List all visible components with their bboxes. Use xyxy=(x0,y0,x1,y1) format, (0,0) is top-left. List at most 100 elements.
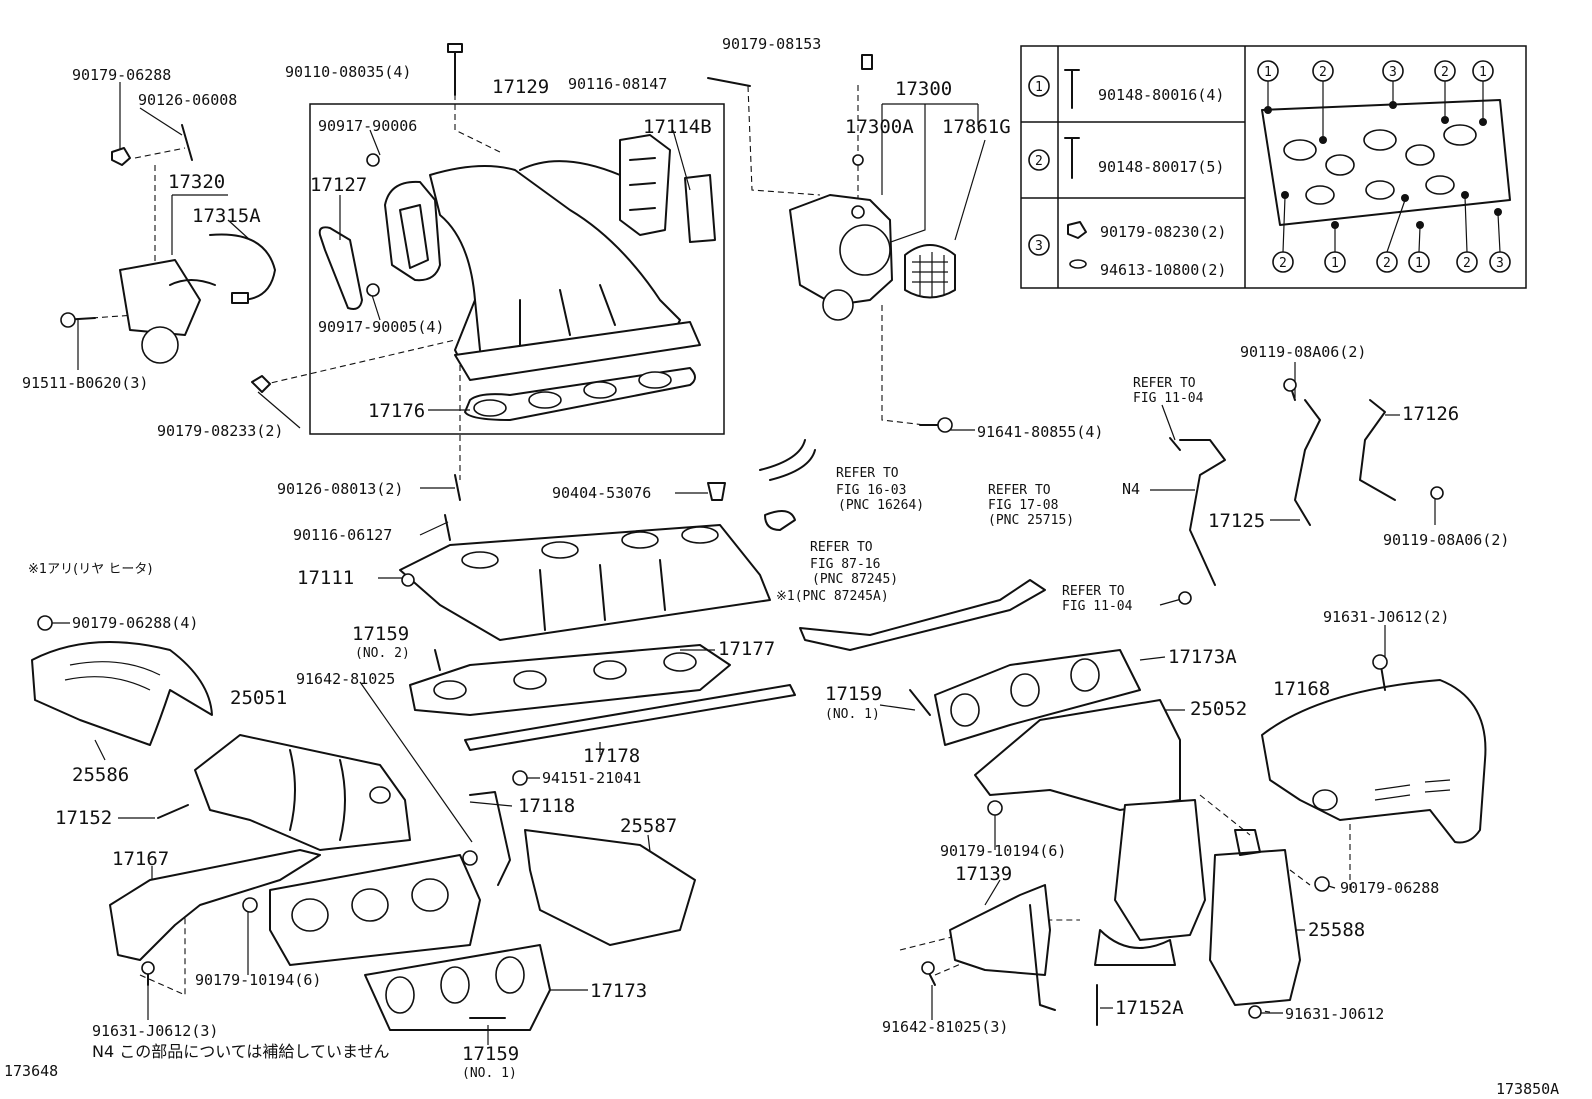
gasket-17173 xyxy=(364,944,551,1031)
label-90179-10194-right: 90179-10194(6) xyxy=(940,842,1066,860)
label-91631-J0612-right: 91631-J0612 xyxy=(1285,1005,1384,1023)
label-90404-53076: 90404-53076 xyxy=(552,484,651,502)
label-90179-06288-4: 90179-06288(4) xyxy=(72,614,198,632)
label-90179-08153: 90179-08153 xyxy=(722,35,821,53)
label-90917-90005: 90917-90005(4) xyxy=(318,318,444,336)
label-17159-no1-bottom: 17159 xyxy=(462,1043,519,1065)
table-part-2: 90148-80017(5) xyxy=(1098,158,1224,176)
table-key-1: 1 xyxy=(1035,80,1043,95)
label-refer-17-08-3: (PNC 25715) xyxy=(988,513,1074,528)
gasket-17178 xyxy=(464,684,796,751)
label-90119-08A06-bottom: 90119-08A06(2) xyxy=(1383,531,1509,549)
label-91642-81025: 91642-81025 xyxy=(296,670,395,688)
label-refer-16-03-1: REFER TO xyxy=(836,466,899,481)
label-refer-87-16-1: REFER TO xyxy=(810,540,873,555)
label-17300A: 17300A xyxy=(845,116,914,138)
stay-n4 xyxy=(1179,439,1226,586)
hoses-16-03 xyxy=(707,439,816,531)
label-90110-08035: 90110-08035(4) xyxy=(285,63,411,81)
label-17177: 17177 xyxy=(718,638,775,660)
label-17159-no1-bottom-sub: (NO. 1) xyxy=(462,1066,517,1081)
label-17320: 17320 xyxy=(168,171,225,193)
table-part-1: 90148-80016(4) xyxy=(1098,86,1224,104)
label-17300: 17300 xyxy=(895,78,952,100)
label-refer-11-04-top-2: FIG 11-04 xyxy=(1133,391,1204,406)
intake-manifold-group-frame xyxy=(309,103,725,435)
label-25051: 25051 xyxy=(230,687,287,709)
heat-insulator-25586 xyxy=(31,641,213,746)
gasket-17173A xyxy=(934,649,1141,746)
label-17114B: 17114B xyxy=(643,116,712,138)
bolt-pattern-keys: 1 2 3 2 1 2 1 2 1 2 3 xyxy=(1257,60,1511,273)
throttle-body xyxy=(789,154,956,321)
gasket-17177 xyxy=(409,644,731,716)
table-key-3: 3 xyxy=(1035,239,1043,254)
label-17315A: 17315A xyxy=(192,205,261,227)
label-17129: 17129 xyxy=(492,76,549,98)
pattern-key: 2 xyxy=(1463,256,1471,271)
label-25587: 25587 xyxy=(620,815,677,837)
pattern-key: 2 xyxy=(1279,256,1287,271)
pattern-key: 2 xyxy=(1441,65,1449,80)
pipe-17-08 xyxy=(799,579,1046,651)
gasket-17176 xyxy=(464,367,696,421)
label-25052: 25052 xyxy=(1190,698,1247,720)
pattern-key: 1 xyxy=(1415,256,1423,271)
label-refer-17-08-1: REFER TO xyxy=(988,483,1051,498)
label-25588: 25588 xyxy=(1308,919,1365,941)
pattern-key: 1 xyxy=(1264,65,1272,80)
label-90119-08A06-top: 90119-08A06(2) xyxy=(1240,343,1366,361)
exhaust-converter-25052 xyxy=(974,699,1206,966)
label-17167: 17167 xyxy=(112,848,169,870)
label-refer-87-16-2: FIG 87-16 xyxy=(810,557,880,572)
label-refer-16-03-3: (PNC 16264) xyxy=(838,498,924,513)
pattern-key: 1 xyxy=(1331,256,1339,271)
label-17152: 17152 xyxy=(55,807,112,829)
label-90116-08147: 90116-08147 xyxy=(568,75,667,93)
label-17861G: 17861G xyxy=(942,116,1011,138)
label-91642-81025-3: 91642-81025(3) xyxy=(882,1018,1008,1036)
label-17159-no1-right: 17159 xyxy=(825,683,882,705)
label-90126-06008: 90126-06008 xyxy=(138,91,237,109)
label-refer-11-04-bottom-1: REFER TO xyxy=(1062,584,1125,599)
label-17111: 17111 xyxy=(297,567,354,589)
table-part-3a: 90179-08230(2) xyxy=(1100,223,1226,241)
pattern-key: 2 xyxy=(1383,256,1391,271)
bolt-table-rows: 1 90148-80016(4) 2 90148-80017(5) 3 9017… xyxy=(1028,69,1226,279)
label-91641-80855: 91641-80855(4) xyxy=(977,423,1103,441)
label-refer-17-08-2: FIG 17-08 xyxy=(988,498,1058,513)
label-17159-no2-sub: (NO. 2) xyxy=(355,646,410,661)
dashed-assembly-lines xyxy=(91,85,1351,1013)
label-17173A: 17173A xyxy=(1168,646,1237,668)
label-17173: 17173 xyxy=(590,980,647,1002)
label-91511-B0620: 91511-B0620(3) xyxy=(22,374,148,392)
label-17152A: 17152A xyxy=(1115,997,1184,1019)
pattern-key: 2 xyxy=(1319,65,1327,80)
label-90179-10194-left: 90179-10194(6) xyxy=(195,971,321,989)
heat-insulator-17168 xyxy=(1261,679,1487,844)
label-17178: 17178 xyxy=(583,745,640,767)
label-17125: 17125 xyxy=(1208,510,1265,532)
note-rear-heater: ※1アリ(リヤ ヒータ) xyxy=(28,562,152,577)
label-90917-90006: 90917-90006 xyxy=(318,117,417,135)
part-labels: 17129 90110-08035(4) 90116-08147 90179-0… xyxy=(4,35,1559,1098)
pattern-key: 3 xyxy=(1496,256,1504,271)
bolt-table xyxy=(1020,45,1527,289)
heat-insulator-25587 xyxy=(524,829,696,946)
label-17127: 17127 xyxy=(310,174,367,196)
stay-17126 xyxy=(1359,399,1396,501)
heat-insulator-17167 xyxy=(109,849,321,961)
label-refer-11-04-bottom-2: FIG 11-04 xyxy=(1062,599,1133,614)
label-refer-87-16-3: (PNC 87245) xyxy=(812,572,898,587)
table-part-3b: 94613-10800(2) xyxy=(1100,261,1226,279)
bolt-pattern-gasket xyxy=(1261,99,1511,229)
table-key-2: 2 xyxy=(1035,154,1043,169)
figure-number-left: 173648 xyxy=(4,1062,58,1080)
note-n4-not-supplied: N4 この部品については補給していません xyxy=(92,1042,389,1061)
label-refer-11-04-top-1: REFER TO xyxy=(1133,376,1196,391)
label-n4: N4 xyxy=(1122,480,1140,498)
figure-number-right: 173850A xyxy=(1496,1080,1559,1098)
intake-manifold-upper xyxy=(318,134,716,381)
label-90179-06288-right: 90179-06288 xyxy=(1340,879,1439,897)
